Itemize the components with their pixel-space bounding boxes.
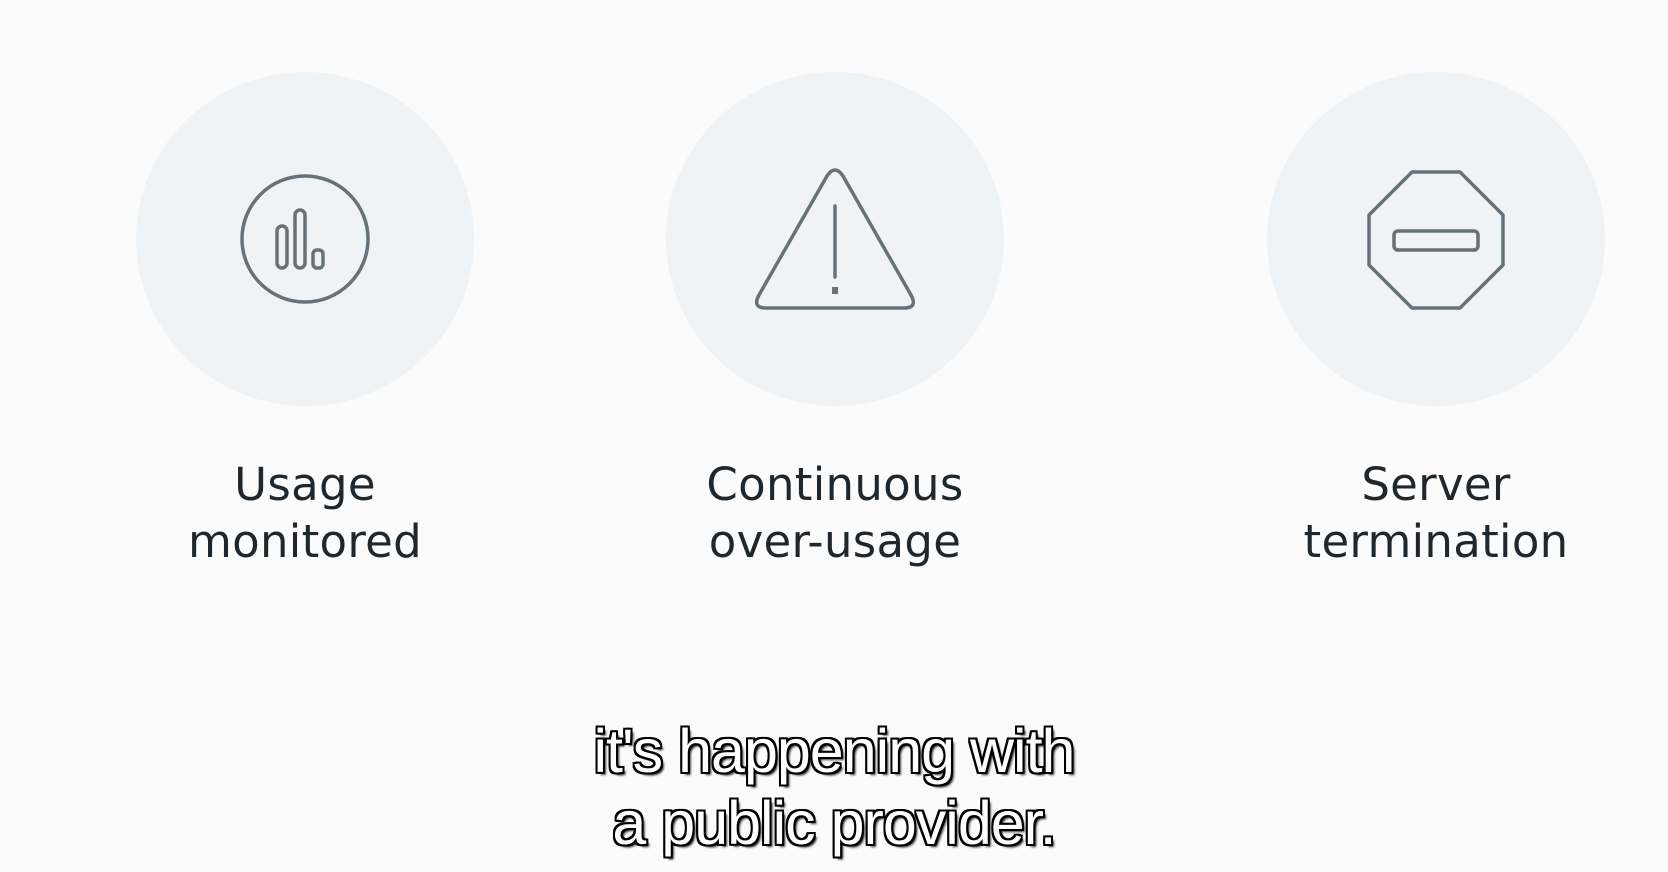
warning-triangle-icon [754,168,916,310]
subtitle-caption: it's happening with a public provider. [0,715,1668,859]
subtitle-line-2: a public provider. [612,789,1056,857]
step-label-line-1: Server [1361,458,1511,511]
icon-circle [136,72,474,406]
step-label-line-1: Usage [234,458,376,511]
step-label-line-2: monitored [187,515,423,568]
step-label: Continuous over-usage [528,456,1142,570]
step-server-termination: Server termination [1129,0,1668,600]
step-usage-monitored: Usage monitored [0,0,598,600]
step-label-line-2: termination [1303,515,1569,568]
step-label: Usage monitored [0,456,612,570]
subtitle-line-1: it's happening with [593,717,1076,785]
stop-octagon-icon [1367,170,1505,310]
icon-circle [1267,72,1605,406]
step-label-line-1: Continuous [706,458,964,511]
bar-chart-circle-icon [240,174,370,304]
icon-circle [666,72,1004,406]
step-label: Server termination [1129,456,1668,570]
step-continuous-over-usage: Continuous over-usage [528,0,1128,600]
step-label-line-2: over-usage [708,515,962,568]
